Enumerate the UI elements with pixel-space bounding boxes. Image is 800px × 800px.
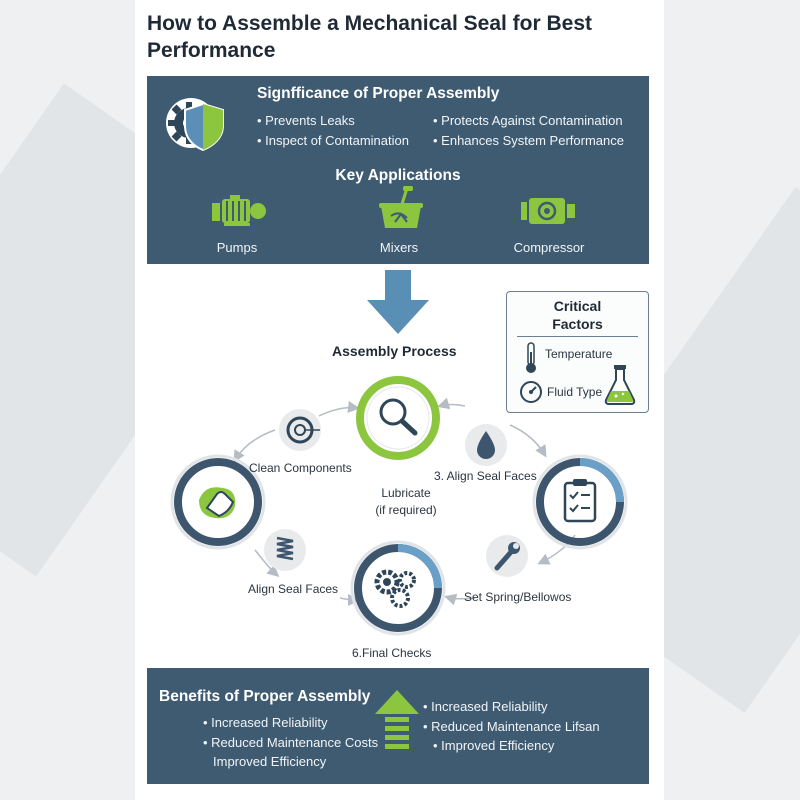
significance-bullet: Inspect of Contamination	[257, 133, 409, 148]
flow-arrow	[233, 429, 276, 463]
applications-heading: Key Applications	[335, 167, 461, 184]
up-arrow-icon	[375, 690, 419, 749]
step-label-spring: Set Spring/Bellowos	[464, 590, 572, 604]
flask-icon	[604, 365, 636, 405]
factor-label-fluid-type: Fluid Type	[547, 385, 603, 399]
wrench-small-node	[486, 535, 528, 577]
down-arrow-icon	[367, 270, 429, 334]
infographic-page: How to Assemble a Mechanical Seal for Be…	[135, 0, 664, 800]
step-label-clean: Clean Components	[249, 461, 352, 475]
benefits-panel: Benefits of Proper Assembly Increased Re…	[147, 668, 649, 784]
critical-factors-heading-line: Critical	[553, 298, 602, 314]
critical-factors-box: Critical Factors Temperature Fluid Type	[506, 291, 649, 413]
gauge-icon	[520, 381, 542, 403]
significance-heading: Signfficance of Proper Assembly	[257, 85, 500, 102]
benefit-bullet: Increased Reliability	[423, 699, 547, 714]
factor-label-temperature: Temperature	[545, 347, 613, 361]
flow-arrow	[444, 593, 476, 606]
clean-node	[170, 454, 266, 550]
flow-arrow	[339, 593, 360, 606]
checklist-node	[532, 454, 628, 550]
critical-factors-heading-line: Factors	[552, 316, 603, 332]
flow-arrow	[318, 400, 360, 417]
application-label-pumps: Pumps	[216, 240, 258, 255]
pump-icon	[212, 195, 266, 226]
benefit-bullet: Improved Efficiency	[433, 738, 554, 753]
assembly-process-heading: Assembly Process	[332, 343, 457, 359]
benefits-heading: Benefits of Proper Assembly	[159, 688, 371, 705]
spring-small-node	[264, 529, 306, 571]
step-label-lubricate: Lubricate	[381, 486, 431, 500]
final-checks-node	[350, 540, 446, 636]
significance-bullet: Protects Against Contamination	[433, 113, 622, 128]
step-label-align-bottom: Align Seal Faces	[248, 582, 339, 596]
benefit-bullet: Reduced Maintenance Costs	[203, 735, 378, 750]
step-label-align-top: 3. Align Seal Faces	[434, 469, 537, 483]
significance-panel: Signfficance of Proper Assembly Prevents…	[147, 76, 649, 264]
benefit-bullet: Increased Reliability	[203, 715, 327, 730]
lubricant-drop-small-node	[465, 424, 507, 466]
divider	[517, 336, 638, 337]
step-label-final-checks: 6.Final Checks	[352, 646, 432, 660]
step-label-lubricate-note: (if required)	[375, 503, 437, 517]
benefit-bullet: Reduced Maintenance Lifsan	[423, 719, 599, 734]
page-title: How to Assemble a Mechanical Seal for Be…	[147, 12, 593, 62]
significance-bullet: Prevents Leaks	[257, 113, 355, 128]
seal-ring-small-node	[279, 409, 321, 451]
mixer-icon	[379, 186, 423, 228]
flow-arrow	[254, 549, 280, 577]
compressor-icon	[521, 198, 575, 224]
assembly-cycle-diagram	[170, 376, 628, 636]
benefit-text: Improved Efficiency	[213, 754, 327, 769]
significance-bullet: Enhances System Performance	[433, 133, 624, 148]
gear-shield-icon	[166, 98, 224, 152]
thermometer-icon	[526, 342, 536, 373]
inspect-node	[356, 376, 440, 460]
flow-arrow	[437, 397, 466, 410]
application-label-mixers: Mixers	[379, 240, 419, 255]
flow-arrow	[509, 424, 547, 458]
application-label-compressor: Compressor	[513, 240, 585, 255]
critical-factors-heading: Critical Factors	[507, 297, 648, 333]
